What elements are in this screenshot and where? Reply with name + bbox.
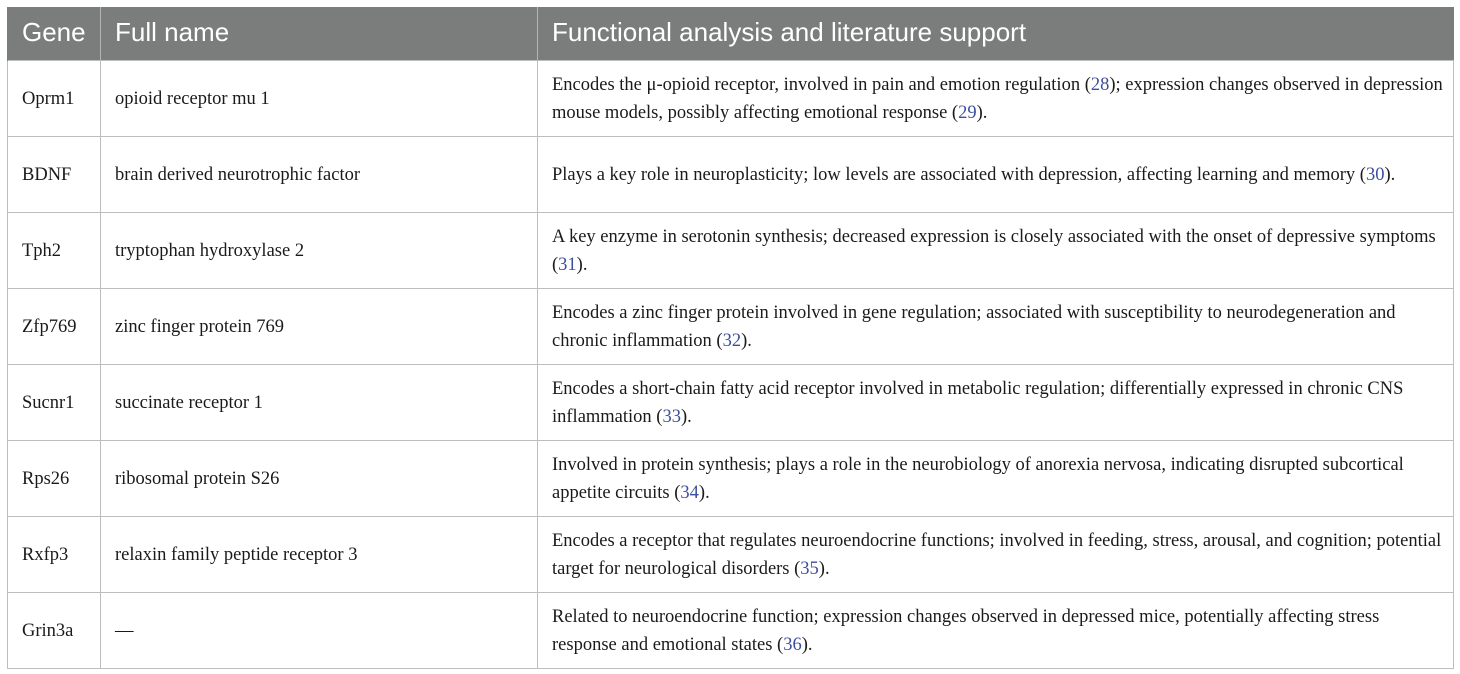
header-full-name: Full name bbox=[100, 7, 538, 61]
function-text: Encodes a zinc finger protein involved i… bbox=[552, 302, 1396, 351]
function-text: ). bbox=[680, 406, 692, 427]
function-text: ). bbox=[741, 330, 752, 351]
table-body: Oprm1 opioid receptor mu 1 Encodes the μ… bbox=[7, 60, 1454, 669]
gene-cell: BDNF bbox=[7, 136, 101, 213]
function-text: ). bbox=[801, 634, 813, 655]
header-row: Gene Full name Functional analysis and l… bbox=[7, 7, 1454, 61]
gene-table-container: Gene Full name Functional analysis and l… bbox=[7, 7, 1454, 669]
gene-cell: Zfp769 bbox=[7, 288, 101, 365]
gene-cell: Tph2 bbox=[7, 212, 101, 289]
reference-link[interactable]: 33 bbox=[662, 406, 681, 427]
function-cell: Encodes a receptor that regulates neuroe… bbox=[537, 516, 1454, 593]
gene-cell: Grin3a bbox=[7, 592, 101, 669]
function-text: Plays a key role in neuroplasticity; low… bbox=[552, 164, 1366, 185]
function-text: Involved in protein synthesis; plays a r… bbox=[552, 454, 1404, 503]
full-name-cell: succinate receptor 1 bbox=[100, 364, 538, 441]
header-gene: Gene bbox=[7, 7, 101, 61]
reference-link[interactable]: 31 bbox=[558, 254, 577, 275]
function-cell: Encodes a zinc finger protein involved i… bbox=[537, 288, 1454, 365]
reference-link[interactable]: 36 bbox=[783, 634, 802, 655]
reference-link[interactable]: 35 bbox=[800, 558, 819, 579]
gene-cell: Oprm1 bbox=[7, 60, 101, 137]
function-cell: Involved in protein synthesis; plays a r… bbox=[537, 440, 1454, 517]
function-text: Encodes a short-chain fatty acid recepto… bbox=[552, 378, 1404, 427]
function-cell: Plays a key role in neuroplasticity; low… bbox=[537, 136, 1454, 213]
function-cell: Encodes the μ-opioid receptor, involved … bbox=[537, 60, 1454, 137]
table-row: BDNF brain derived neurotrophic factor P… bbox=[7, 136, 1454, 213]
table-row: Tph2 tryptophan hydroxylase 2 A key enzy… bbox=[7, 212, 1454, 289]
function-cell: Related to neuroendocrine function; expr… bbox=[537, 592, 1454, 669]
table-row: Oprm1 opioid receptor mu 1 Encodes the μ… bbox=[7, 60, 1454, 137]
reference-link[interactable]: 34 bbox=[680, 482, 699, 503]
function-text: ). bbox=[698, 482, 710, 503]
function-text: ). bbox=[1384, 164, 1396, 185]
function-text: ). bbox=[976, 102, 988, 123]
full-name-cell: ribosomal protein S26 bbox=[100, 440, 538, 517]
table-row: Rxfp3 relaxin family peptide receptor 3 … bbox=[7, 516, 1454, 593]
table-row: Rps26 ribosomal protein S26 Involved in … bbox=[7, 440, 1454, 517]
gene-table: Gene Full name Functional analysis and l… bbox=[7, 7, 1454, 669]
table-row: Zfp769 zinc finger protein 769 Encodes a… bbox=[7, 288, 1454, 365]
reference-link[interactable]: 28 bbox=[1090, 74, 1110, 95]
function-text: ); expression changes observed in depres… bbox=[552, 74, 1443, 123]
table-row: Sucnr1 succinate receptor 1 Encodes a sh… bbox=[7, 364, 1454, 441]
function-text: ). bbox=[576, 254, 588, 275]
full-name-cell: — bbox=[100, 592, 538, 669]
gene-cell: Sucnr1 bbox=[7, 364, 101, 441]
gene-cell: Rxfp3 bbox=[7, 516, 101, 593]
reference-link[interactable]: 32 bbox=[722, 330, 742, 351]
reference-link[interactable]: 29 bbox=[958, 102, 977, 123]
function-text: A key enzyme in serotonin synthesis; dec… bbox=[552, 226, 1436, 275]
reference-link[interactable]: 30 bbox=[1365, 164, 1385, 185]
function-cell: Encodes a short-chain fatty acid recepto… bbox=[537, 364, 1454, 441]
full-name-cell: tryptophan hydroxylase 2 bbox=[100, 212, 538, 289]
table-row: Grin3a — Related to neuroendocrine funct… bbox=[7, 592, 1454, 669]
function-text: ). bbox=[818, 558, 830, 579]
gene-cell: Rps26 bbox=[7, 440, 101, 517]
function-cell: A key enzyme in serotonin synthesis; dec… bbox=[537, 212, 1454, 289]
header-functional-analysis: Functional analysis and literature suppo… bbox=[537, 7, 1454, 61]
full-name-cell: opioid receptor mu 1 bbox=[100, 60, 538, 137]
function-text: Related to neuroendocrine function; expr… bbox=[552, 606, 1380, 655]
full-name-cell: relaxin family peptide receptor 3 bbox=[100, 516, 538, 593]
table-header: Gene Full name Functional analysis and l… bbox=[7, 7, 1454, 61]
full-name-cell: brain derived neurotrophic factor bbox=[100, 136, 538, 213]
full-name-cell: zinc finger protein 769 bbox=[100, 288, 538, 365]
function-text: Encodes a receptor that regulates neuroe… bbox=[552, 530, 1442, 579]
function-text: Encodes the μ-opioid receptor, involved … bbox=[552, 74, 1091, 95]
